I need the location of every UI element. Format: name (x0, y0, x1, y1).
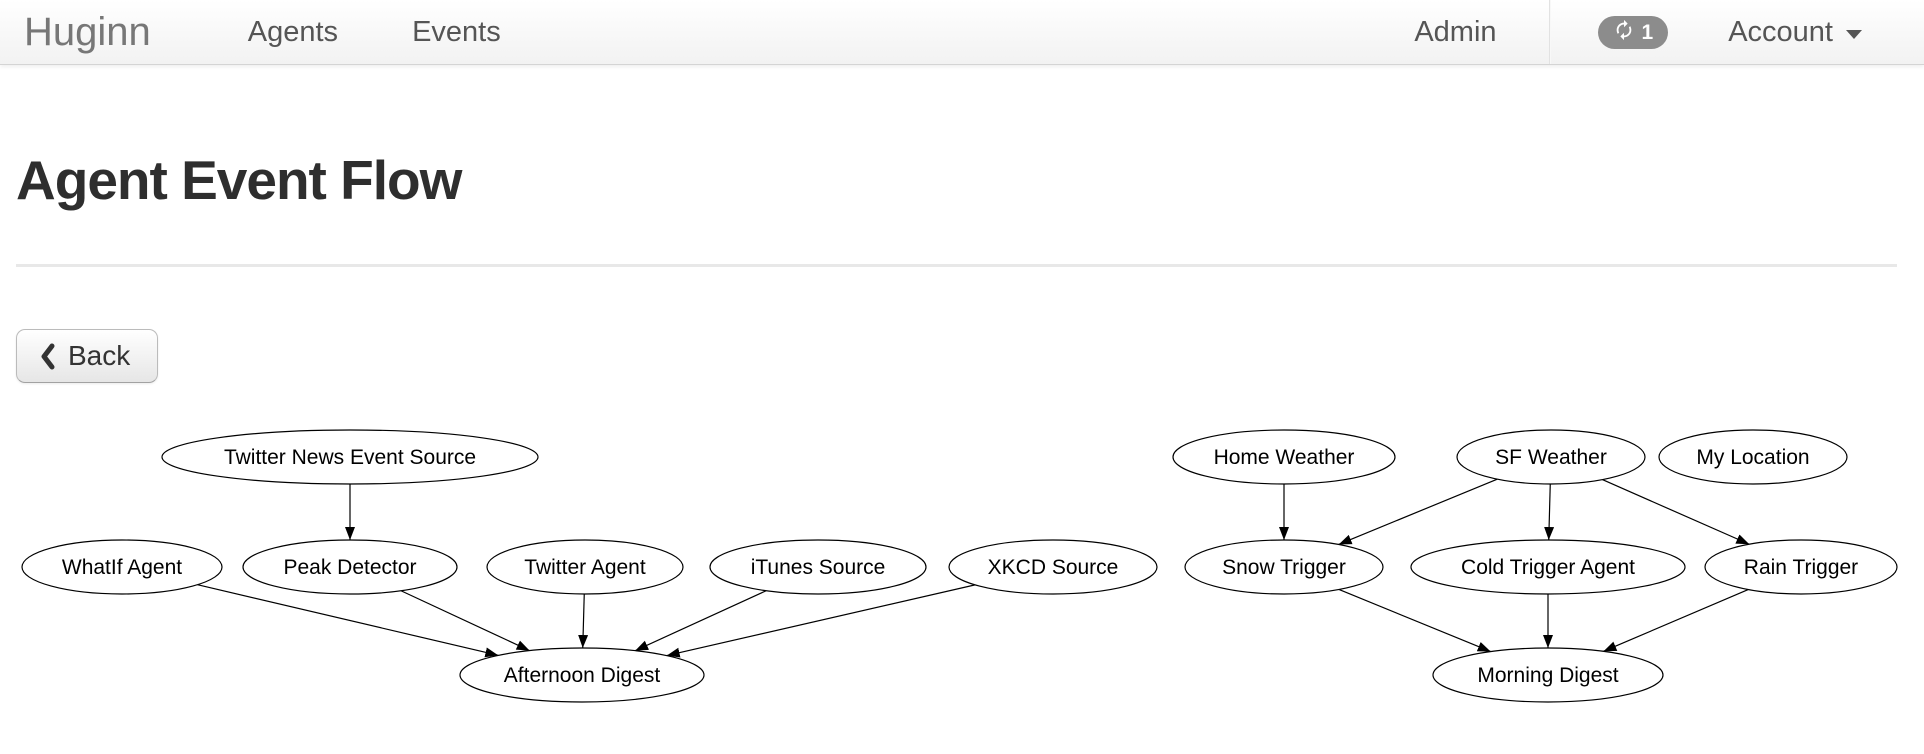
graph-node-label: Twitter Agent (524, 556, 646, 579)
graph-node-sf-weather: SF Weather (1456, 429, 1646, 485)
graph-node-label: Rain Trigger (1744, 556, 1858, 579)
chevron-left-icon (39, 343, 56, 370)
graph-node-home-weather: Home Weather (1172, 429, 1396, 485)
graph-node-whatif-agent: WhatIf Agent (21, 539, 223, 595)
page-content: Agent Event Flow Back (0, 149, 1924, 384)
graph-node-itunes-source: iTunes Source (709, 539, 927, 595)
graph-edge-sf-weather-to-rain-trigger (1602, 479, 1750, 546)
navbar-right: Admin 1 Account (1414, 0, 1862, 64)
graph-edge-peak-detector-to-afternoon-digest (400, 590, 530, 652)
nav-item-agents[interactable]: Agents (247, 15, 339, 48)
graph-node-label: WhatIf Agent (62, 556, 182, 579)
graph-node-xkcd-source: XKCD Source (948, 539, 1158, 595)
graph-node-label: My Location (1696, 446, 1809, 469)
graph-node-cold-trigger-agent: Cold Trigger Agent (1410, 539, 1686, 595)
graph-edge-sf-weather-to-cold-trigger-agent (1544, 484, 1555, 541)
graph-node-label: Home Weather (1214, 446, 1355, 469)
nav-item-admin[interactable]: Admin (1414, 15, 1497, 48)
nav-item-events[interactable]: Events (412, 15, 501, 48)
page-title: Agent Event Flow (16, 149, 462, 211)
brand-link[interactable]: Huginn (24, 10, 151, 54)
graph-edge-twitter-agent-to-afternoon-digest (578, 594, 589, 649)
graph-node-label: Afternoon Digest (504, 664, 661, 687)
graph-node-label: Snow Trigger (1222, 556, 1346, 579)
main-nav: Agents Events (211, 0, 538, 64)
graph-edge-sf-weather-to-snow-trigger (1338, 478, 1498, 546)
refresh-icon (1613, 19, 1635, 46)
graph-edge-rain-trigger-to-morning-digest (1603, 589, 1749, 653)
graph-node-label: Cold Trigger Agent (1461, 556, 1635, 579)
graph-node-my-location: My Location (1658, 429, 1848, 485)
title-divider (16, 264, 1897, 268)
graph-node-label: iTunes Source (751, 556, 886, 579)
graph-node-label: SF Weather (1495, 446, 1607, 469)
graph-node-twitter-agent: Twitter Agent (486, 539, 684, 595)
navbar: Huginn Agents Events Admin 1 Account (0, 0, 1924, 65)
graph-node-rain-trigger: Rain Trigger (1704, 539, 1898, 595)
jobs-count: 1 (1641, 20, 1654, 44)
account-label: Account (1728, 15, 1833, 48)
graph-node-snow-trigger: Snow Trigger (1184, 539, 1384, 595)
graph-node-twitter-news-event-source: Twitter News Event Source (161, 429, 539, 485)
graph-node-label: Morning Digest (1477, 664, 1618, 687)
graph-node-label: Peak Detector (283, 556, 416, 579)
account-dropdown[interactable]: Account (1728, 16, 1862, 49)
graph-node-morning-digest: Morning Digest (1432, 647, 1664, 703)
graph-edge-itunes-source-to-afternoon-digest (634, 590, 767, 652)
caret-down-icon (1846, 29, 1862, 39)
graph-edge-snow-trigger-to-morning-digest (1338, 589, 1491, 653)
graph-edge-xkcd-source-to-afternoon-digest (666, 584, 976, 658)
graph-node-label: Twitter News Event Source (224, 446, 476, 469)
graph-node-afternoon-digest: Afternoon Digest (459, 647, 705, 703)
back-button-label: Back (68, 340, 131, 372)
graph-node-label: XKCD Source (988, 556, 1119, 579)
navbar-divider (1548, 0, 1550, 64)
jobs-badge[interactable]: 1 (1597, 15, 1669, 49)
graph-edge-whatif-agent-to-afternoon-digest (197, 584, 499, 658)
back-button[interactable]: Back (16, 329, 159, 384)
graph-node-peak-detector: Peak Detector (242, 539, 458, 595)
